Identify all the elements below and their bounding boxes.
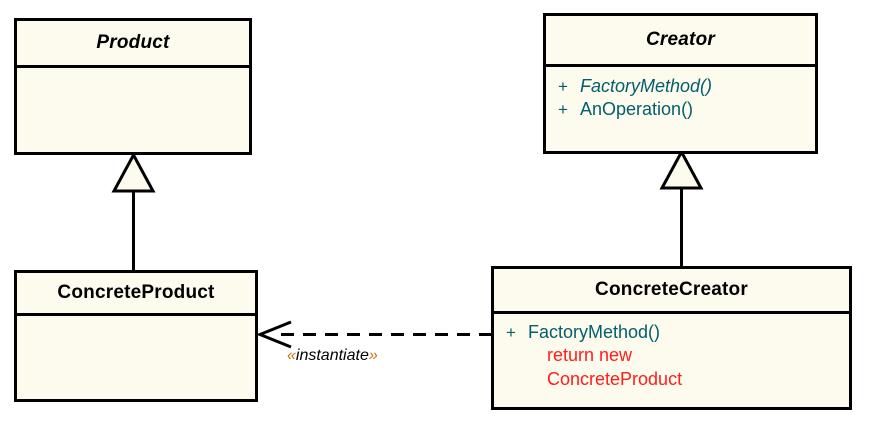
class-header-product: Product	[17, 21, 249, 68]
note-line: ConcreteProduct	[547, 369, 683, 389]
guillemet-open-icon: «	[287, 347, 296, 364]
member-signature: FactoryMethod()	[528, 322, 661, 342]
generalization-line-product	[132, 155, 135, 273]
class-name-concrete-creator: ConcreteCreator	[595, 278, 748, 300]
dependency-stereotype-label: «instantiate»	[287, 347, 378, 365]
note-row: return new	[494, 344, 849, 368]
class-header-concrete-creator: ConcreteCreator	[494, 269, 849, 314]
class-box-product[interactable]: Product	[14, 18, 252, 155]
member-visibility: +	[506, 323, 516, 342]
class-header-concrete-product: ConcreteProduct	[17, 273, 255, 316]
note-row: ConcreteProduct	[494, 368, 849, 392]
class-name-product: Product	[96, 31, 170, 53]
class-members-creator: + FactoryMethod() + AnOperation()	[546, 67, 815, 151]
guillemet-close-icon: »	[368, 347, 378, 364]
generalization-line-creator	[680, 152, 683, 269]
member-row: + FactoryMethod()	[546, 75, 815, 98]
class-name-concrete-product: ConcreteProduct	[57, 281, 215, 303]
class-members-concrete-product	[17, 316, 255, 399]
class-name-creator: Creator	[646, 28, 715, 50]
class-box-concrete-creator[interactable]: ConcreteCreator + FactoryMethod() return…	[491, 266, 852, 410]
dependency-arrowhead	[255, 320, 292, 349]
member-row: + FactoryMethod()	[494, 321, 849, 344]
dependency-stereotype-text: instantiate	[295, 347, 369, 364]
class-members-concrete-creator: + FactoryMethod() return new ConcretePro…	[494, 314, 849, 407]
class-box-concrete-product[interactable]: ConcreteProduct	[14, 270, 258, 402]
member-signature: AnOperation()	[580, 99, 694, 119]
note-line: return new	[547, 345, 633, 365]
class-box-creator[interactable]: Creator + FactoryMethod() + AnOperation(…	[543, 13, 818, 154]
member-row: + AnOperation()	[546, 98, 815, 121]
class-members-product	[17, 68, 249, 152]
member-visibility: +	[558, 100, 568, 119]
class-header-creator: Creator	[546, 16, 815, 67]
member-signature: FactoryMethod()	[580, 76, 713, 96]
member-visibility: +	[558, 77, 568, 96]
